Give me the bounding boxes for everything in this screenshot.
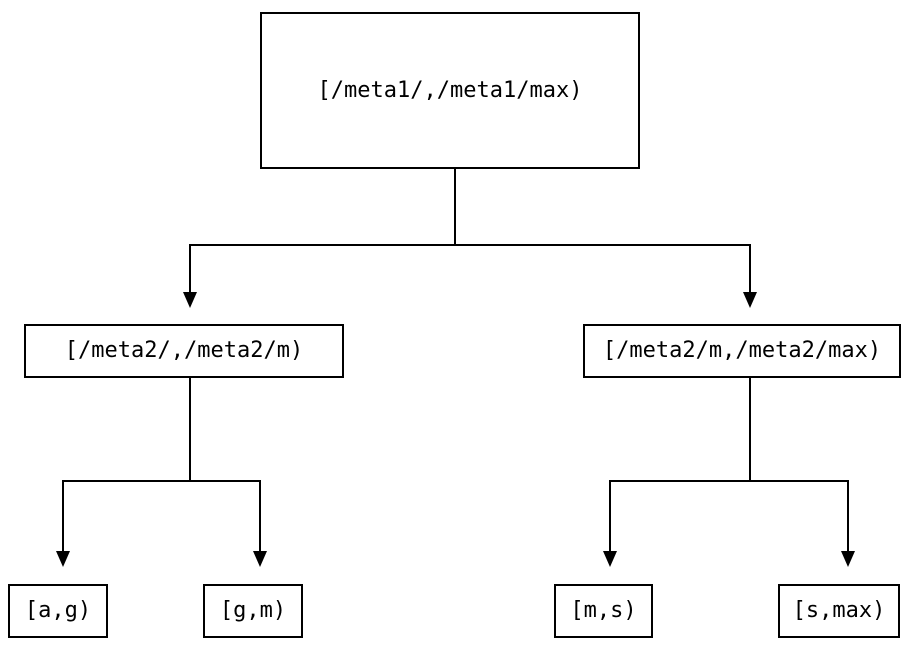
arrowhead-down-icon	[183, 292, 197, 308]
edge-right-to-leaves	[603, 378, 855, 567]
tree-node-label: [/meta2/m,/meta2/max)	[602, 338, 882, 363]
tree-node-leaf-gm: [g,m)	[203, 584, 303, 638]
arrowhead-down-icon	[841, 551, 855, 567]
edge-left-to-leaves	[56, 378, 267, 567]
edge-root-to-children	[183, 169, 757, 308]
arrowhead-down-icon	[56, 551, 70, 567]
tree-node-label: [s,max)	[792, 598, 886, 623]
tree-node-label: [a,g)	[24, 598, 92, 623]
arrowhead-down-icon	[603, 551, 617, 567]
tree-node-label: [/meta2/,/meta2/m)	[64, 338, 304, 363]
tree-node-leaf-smax: [s,max)	[778, 584, 900, 638]
tree-node-label: [/meta1/,/meta1/max)	[317, 77, 583, 103]
tree-node-meta2-high: [/meta2/m,/meta2/max)	[583, 324, 901, 378]
tree-node-leaf-ms: [m,s)	[554, 584, 653, 638]
tree-node-leaf-ag: [a,g)	[8, 584, 108, 638]
tree-node-meta2-low: [/meta2/,/meta2/m)	[24, 324, 344, 378]
tree-node-root: [/meta1/,/meta1/max)	[260, 12, 640, 169]
arrowhead-down-icon	[253, 551, 267, 567]
arrowhead-down-icon	[743, 292, 757, 308]
tree-node-label: [g,m)	[219, 598, 287, 623]
tree-node-label: [m,s)	[570, 598, 637, 623]
